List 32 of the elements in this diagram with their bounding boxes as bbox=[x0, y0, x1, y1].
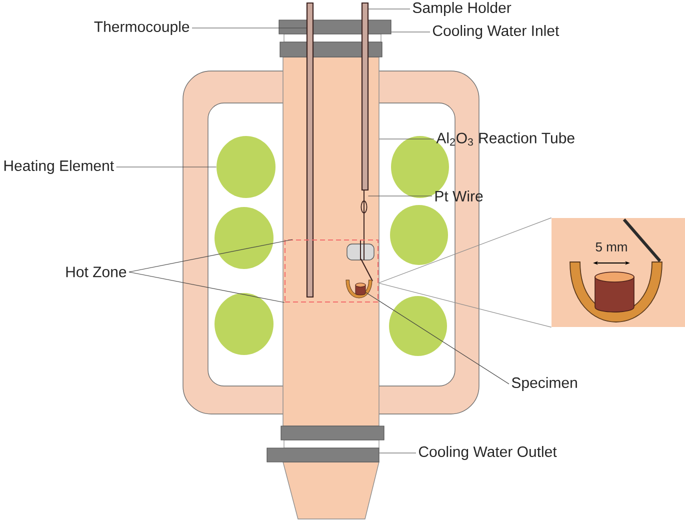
zoom-line bbox=[378, 282, 552, 328]
part-label: Thermocouple bbox=[94, 21, 190, 35]
pt-wire bbox=[360, 190, 368, 240]
flange bbox=[280, 426, 384, 440]
thermocouple-rod bbox=[306, 2, 314, 298]
zoom-line bbox=[378, 218, 552, 284]
part-label: Heating Element bbox=[4, 160, 114, 174]
leader-line bbox=[368, 8, 410, 10]
part-label: Al$_{2}$O$_{3}$ Reaction Tube bbox=[436, 132, 574, 146]
part-label: Hot Zone bbox=[66, 266, 126, 278]
dimension-label: 5 mm bbox=[596, 242, 627, 252]
reaction-tube bbox=[282, 56, 380, 426]
leader-line bbox=[365, 292, 510, 384]
leader-line bbox=[128, 272, 285, 303]
heating-element bbox=[389, 296, 447, 356]
leader-line bbox=[379, 138, 434, 140]
part-label: Specimen bbox=[512, 377, 577, 391]
flange bbox=[266, 448, 380, 462]
part-label: Cooling Water Outlet bbox=[418, 446, 557, 460]
leader-line bbox=[379, 452, 416, 454]
hot-zone-outline bbox=[284, 240, 378, 302]
heating-element bbox=[214, 293, 274, 355]
part-label: Cooling Water Inlet bbox=[432, 25, 560, 39]
specimen bbox=[355, 282, 366, 296]
leader-line bbox=[116, 166, 217, 168]
part-label: Pt Wire bbox=[435, 190, 483, 202]
leader-line bbox=[128, 239, 293, 272]
heating-element bbox=[214, 207, 274, 269]
heating-element bbox=[216, 136, 276, 198]
sample-holder-rod bbox=[361, 2, 369, 191]
part-label: Sample Holder bbox=[412, 2, 512, 16]
heating-element bbox=[390, 205, 448, 265]
